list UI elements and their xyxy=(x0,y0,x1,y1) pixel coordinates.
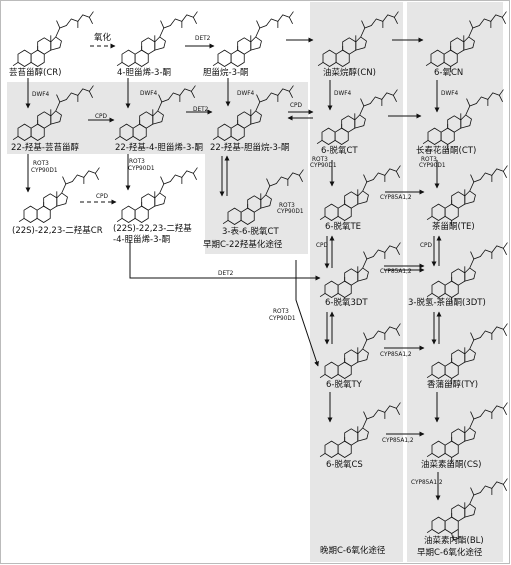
early-c6-pane xyxy=(407,2,503,562)
enzyme-cyp-f: CYP90D1 xyxy=(269,316,296,322)
mol-deoxo-cs xyxy=(319,402,401,458)
enzyme-dwf4-a: DWF4 xyxy=(32,92,50,98)
enzyme-rot3-d: ROT3 xyxy=(312,157,328,163)
mol-epi-ct xyxy=(222,169,304,225)
label-hydroxy-one: 22-羟基-胆甾烷-3-酮 xyxy=(210,143,290,153)
label-cn: 油菜烷醇(CN) xyxy=(323,68,376,78)
label-ty: 香蒲甾醇(TY) xyxy=(427,380,479,390)
mol-deoxo-ty xyxy=(319,323,401,379)
label-te: 茶甾酮(TE) xyxy=(432,222,475,232)
label-deoxo-3dt: 6-脱氧3DT xyxy=(325,298,368,308)
enzyme-cyp85-c: CYP85A1,2 xyxy=(380,352,412,358)
mol-hydroxy-ene xyxy=(114,85,196,141)
mol-3dt xyxy=(426,242,508,304)
enzyme-cpd-c: CPD xyxy=(96,194,109,200)
label-3dt: 3-脱氢-茶甾酮(3DT) xyxy=(408,298,486,308)
pathway-early-c22: 早期C-22羟基化途径 xyxy=(203,240,283,250)
mol-hydroxy-one xyxy=(212,85,294,141)
mol-deoxo-3dt xyxy=(319,242,401,298)
enzyme-cyp-e: CYP90D1 xyxy=(419,163,446,169)
enzyme-rot3-b: ROT3 xyxy=(129,159,145,165)
label-dihydroxy-cr: (22S)-22,23-二羟基CR xyxy=(12,226,103,236)
mol-ct xyxy=(422,89,504,151)
label-cholestanone: 胆甾烷-3-酮 xyxy=(203,68,249,78)
label-cr: 芸苔甾醇(CR) xyxy=(9,68,62,78)
label-oxo-cn: 6-氧CN xyxy=(434,68,464,78)
label-bl: 油菜素内酯(BL) xyxy=(424,536,484,546)
arrow-det2-long xyxy=(129,240,321,281)
mol-cs xyxy=(426,402,508,464)
enzyme-cyp-a: CYP90D1 xyxy=(31,168,58,174)
enzyme-det2-b: DET2 xyxy=(193,107,209,113)
enzyme-cpd-b: CPD xyxy=(290,103,303,109)
mol-te xyxy=(426,165,508,227)
mol-dihydroxy-cr xyxy=(18,167,100,223)
enzyme-cyp85-a: CYP85A1,2 xyxy=(380,195,412,201)
enzyme-rot3-a: ROT3 xyxy=(33,161,49,167)
label-hydroxy-cr: 22-羟基-芸苔甾醇 xyxy=(11,143,79,153)
label-deoxo-ty: 6-脱氧TY xyxy=(326,380,362,390)
mol-ene-one xyxy=(116,11,198,67)
enzyme-cpd-d: CPD xyxy=(316,243,329,249)
label-deoxo-te: 6-脱氧TE xyxy=(325,222,362,232)
enzyme-det2-a: DET2 xyxy=(195,36,211,42)
mol-cholestanone xyxy=(212,11,294,67)
enzyme-cyp-c: CYP90D1 xyxy=(277,209,304,215)
label-epi-ct: 3-表-6-脱氧CT xyxy=(222,227,279,237)
label-hydroxy-ene: 22-羟基-4-胆甾烯-3-酮 xyxy=(115,143,203,153)
mol-cn xyxy=(317,11,399,67)
pathway-late-c6: 晚期C-6氧化途径 xyxy=(320,546,386,556)
mol-oxo-cn xyxy=(425,11,507,73)
label-deoxo-cs: 6-脱氧CS xyxy=(326,460,363,470)
mol-cr xyxy=(12,11,94,67)
enzyme-cyp85-e: CYP85A1,2 xyxy=(411,480,443,486)
enzyme-dwf4-b: DWF4 xyxy=(140,91,158,97)
enzyme-cyp-b: CYP90D1 xyxy=(128,166,155,172)
label-ene-one: 4-胆甾烯-3-酮 xyxy=(117,68,172,78)
enzyme-rot3-f: ROT3 xyxy=(273,309,289,315)
enzyme-cyp85-b: CYP85A1,2 xyxy=(380,269,412,275)
label-ct: 长春花甾酮(CT) xyxy=(416,146,477,156)
arrow-epi-dty xyxy=(295,260,319,367)
label-dihydroxy-ene-2: -4-胆甾烯-3-酮 xyxy=(113,235,171,245)
enzyme-oxidation: 氧化 xyxy=(94,33,112,43)
mol-deoxo-ct xyxy=(316,89,398,145)
mol-dihydroxy-ene xyxy=(116,167,198,223)
label-deoxo-ct: 6-脱氧CT xyxy=(321,146,358,156)
enzyme-dwf4-d: DWF4 xyxy=(334,91,352,97)
enzyme-dwf4-c: DWF4 xyxy=(237,91,255,97)
enzyme-cpd-e: CPD xyxy=(420,243,433,249)
label-cs: 油菜素甾酮(CS) xyxy=(421,460,482,470)
enzyme-cpd-a: CPD xyxy=(95,114,108,120)
mol-ty xyxy=(426,323,508,385)
pathway-early-c6: 早期C-6氧化途径 xyxy=(417,548,483,558)
mol-deoxo-te xyxy=(319,165,401,221)
enzyme-dwf4-e: DWF4 xyxy=(441,91,459,97)
mol-bl xyxy=(426,478,508,541)
enzyme-det2-c: DET2 xyxy=(218,271,234,277)
enzyme-cyp-d: CYP90D1 xyxy=(310,163,337,169)
mol-hydroxy-cr xyxy=(12,85,94,141)
enzyme-cyp85-d: CYP85A1,2 xyxy=(382,438,414,444)
label-dihydroxy-ene-1: (22S)-22,23-二羟基 xyxy=(113,224,192,234)
enzyme-rot3-e: ROT3 xyxy=(421,157,437,163)
enzyme-rot3-c: ROT3 xyxy=(279,203,295,209)
